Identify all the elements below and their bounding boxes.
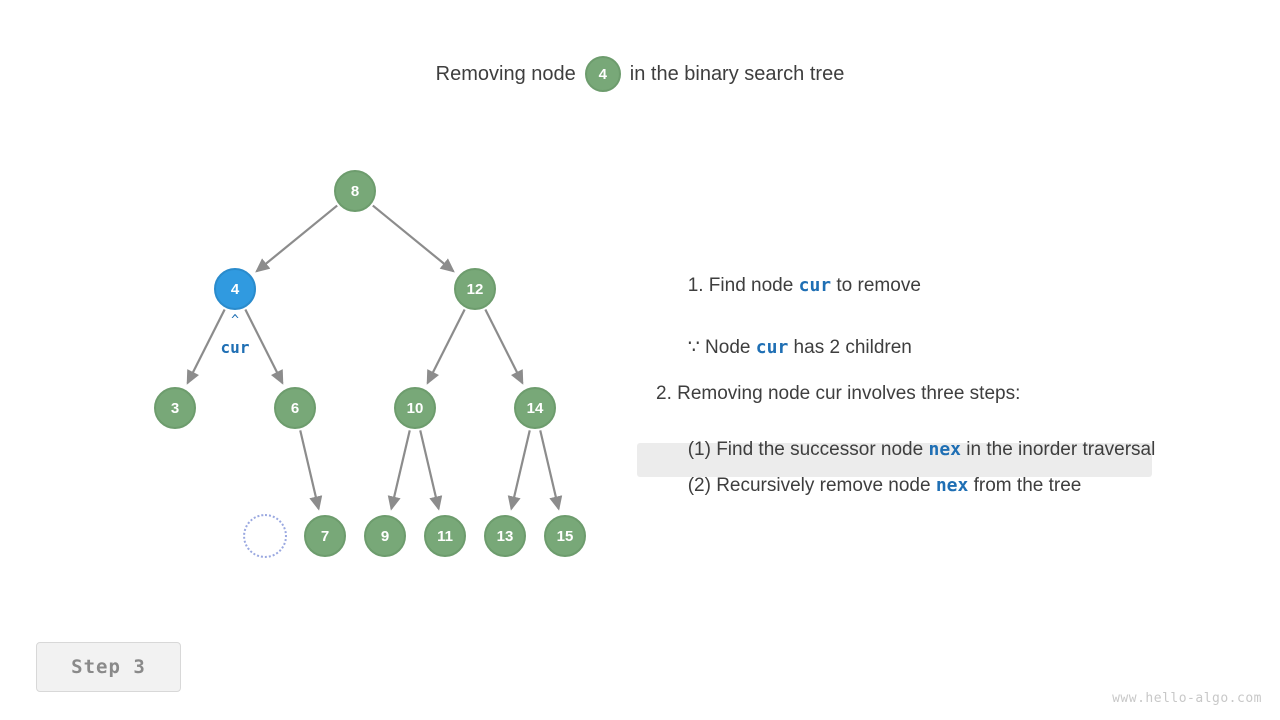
title-node-badge: 4 xyxy=(584,56,621,92)
tree-node-12: 12 xyxy=(454,268,496,310)
watermark: www.hello-algo.com xyxy=(1112,691,1262,706)
step-line-4-pre: (1) Find the successor node xyxy=(687,439,929,460)
tree-node-4: 4 xyxy=(214,268,256,310)
step-line-2-keyword: cur xyxy=(755,337,789,358)
title-prefix: Removing node xyxy=(435,62,576,85)
step-line-1: 1. Find node cur to remove xyxy=(656,257,921,314)
tree-node-9: 9 xyxy=(364,515,406,557)
step-line-4: (1) Find the successor node nex in the i… xyxy=(656,421,1156,478)
tree-node-6: 6 xyxy=(274,387,316,429)
cur-pointer-caret: ^ xyxy=(231,313,239,328)
highlight-band xyxy=(637,443,1152,477)
tree-node-10: 10 xyxy=(394,387,436,429)
step-line-2-post: has 2 children xyxy=(788,337,912,358)
step-line-1-pre: 1. Find node xyxy=(687,275,799,296)
step-line-5-keyword: nex xyxy=(935,475,969,496)
tree-node-8: 8 xyxy=(334,170,376,212)
step-line-2-pre: ∵ Node xyxy=(687,337,756,358)
step-line-2: ∵ Node cur has 2 children xyxy=(656,319,912,376)
step-line-5: (2) Recursively remove node nex from the… xyxy=(656,457,1082,514)
tree-node-15: 15 xyxy=(544,515,586,557)
step-line-4-post: in the inorder traversal xyxy=(961,439,1156,460)
step-line-5-post: from the tree xyxy=(968,475,1082,496)
tree-node-empty xyxy=(243,514,287,558)
title-suffix: in the binary search tree xyxy=(629,62,845,85)
tree-node-13: 13 xyxy=(484,515,526,557)
step-line-1-post: to remove xyxy=(831,275,921,296)
step-line-4-keyword: nex xyxy=(928,439,961,460)
cur-pointer-label: cur xyxy=(220,338,250,357)
tree-node-14: 14 xyxy=(514,387,556,429)
step-badge: Step 3 xyxy=(36,642,181,692)
tree-node-3: 3 xyxy=(154,387,196,429)
step-line-1-keyword: cur xyxy=(798,275,832,296)
step-line-3: 2. Removing node cur involves three step… xyxy=(656,383,1021,404)
tree-node-7: 7 xyxy=(304,515,346,557)
page-title: Removing node 4 in the binary search tre… xyxy=(0,56,1280,92)
step-line-5-pre: (2) Recursively remove node xyxy=(687,475,936,496)
tree-node-11: 11 xyxy=(424,515,466,557)
